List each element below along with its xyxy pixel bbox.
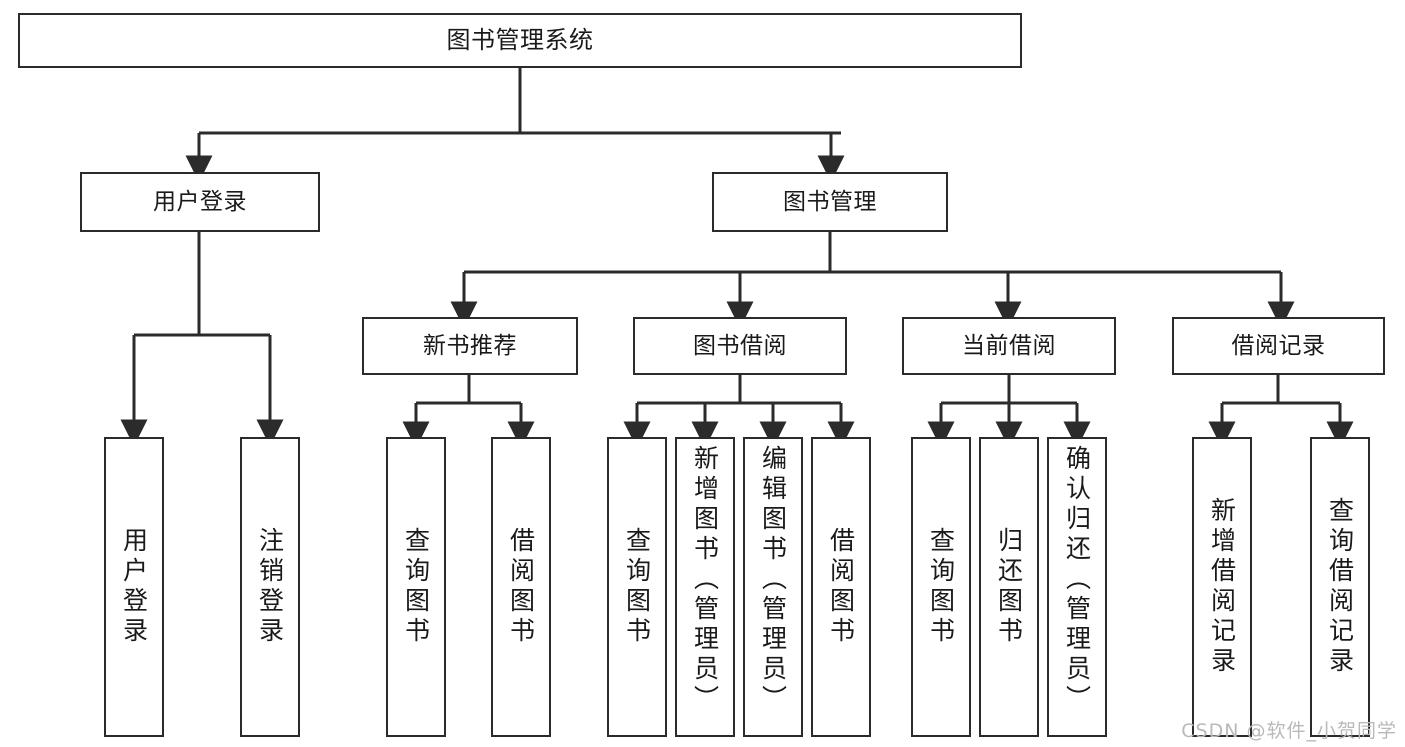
node-label: 确认归还（管理员） [1062, 445, 1092, 715]
node-user-login[interactable]: 用户登录 [80, 172, 320, 232]
node-label: 借阅图书 [826, 527, 856, 647]
csdn-watermark: CSDN @软件_小贺同学 [1181, 720, 1397, 742]
node-label: 图书管理系统 [446, 25, 594, 54]
node-label: 查询图书 [622, 527, 652, 647]
node-new-book-recommend[interactable]: 新书推荐 [362, 317, 578, 375]
node-leaf-borrow-book-1[interactable]: 借阅图书 [491, 437, 551, 737]
node-leaf-add-book[interactable]: 新增图书（管理员） [675, 437, 735, 737]
node-label: 用户登录 [119, 527, 149, 647]
node-leaf-confirm-return[interactable]: 确认归还（管理员） [1047, 437, 1107, 737]
node-leaf-add-record[interactable]: 新增借阅记录 [1192, 437, 1252, 737]
node-leaf-query-record[interactable]: 查询借阅记录 [1310, 437, 1370, 737]
node-label: 新增图书（管理员） [690, 445, 720, 715]
node-leaf-query-book-1[interactable]: 查询图书 [386, 437, 446, 737]
node-leaf-return-book[interactable]: 归还图书 [979, 437, 1039, 737]
node-root-system[interactable]: 图书管理系统 [18, 13, 1022, 68]
node-current-borrow[interactable]: 当前借阅 [902, 317, 1116, 375]
node-leaf-borrow-book-2[interactable]: 借阅图书 [811, 437, 871, 737]
node-borrow-record[interactable]: 借阅记录 [1172, 317, 1385, 375]
node-label: 编辑图书（管理员） [758, 445, 788, 715]
node-label: 新增借阅记录 [1207, 497, 1237, 677]
node-label: 新书推荐 [423, 332, 517, 359]
node-book-borrow[interactable]: 图书借阅 [633, 317, 847, 375]
node-label: 当前借阅 [962, 332, 1056, 359]
node-label: 图书借阅 [693, 332, 787, 359]
node-book-manage[interactable]: 图书管理 [712, 172, 948, 232]
node-leaf-query-book-3[interactable]: 查询图书 [911, 437, 971, 737]
node-label: 归还图书 [994, 527, 1024, 647]
node-label: 查询图书 [401, 527, 431, 647]
node-label: 查询借阅记录 [1325, 497, 1355, 677]
node-leaf-logout-login[interactable]: 注销登录 [240, 437, 300, 737]
node-label: 查询图书 [926, 527, 956, 647]
node-leaf-user-login[interactable]: 用户登录 [104, 437, 164, 737]
node-label: 图书管理 [783, 188, 877, 215]
node-label: 注销登录 [255, 527, 285, 647]
node-leaf-edit-book[interactable]: 编辑图书（管理员） [743, 437, 803, 737]
node-label: 借阅图书 [506, 527, 536, 647]
node-leaf-query-book-2[interactable]: 查询图书 [607, 437, 667, 737]
node-label: 用户登录 [153, 188, 247, 215]
node-label: 借阅记录 [1231, 332, 1326, 359]
